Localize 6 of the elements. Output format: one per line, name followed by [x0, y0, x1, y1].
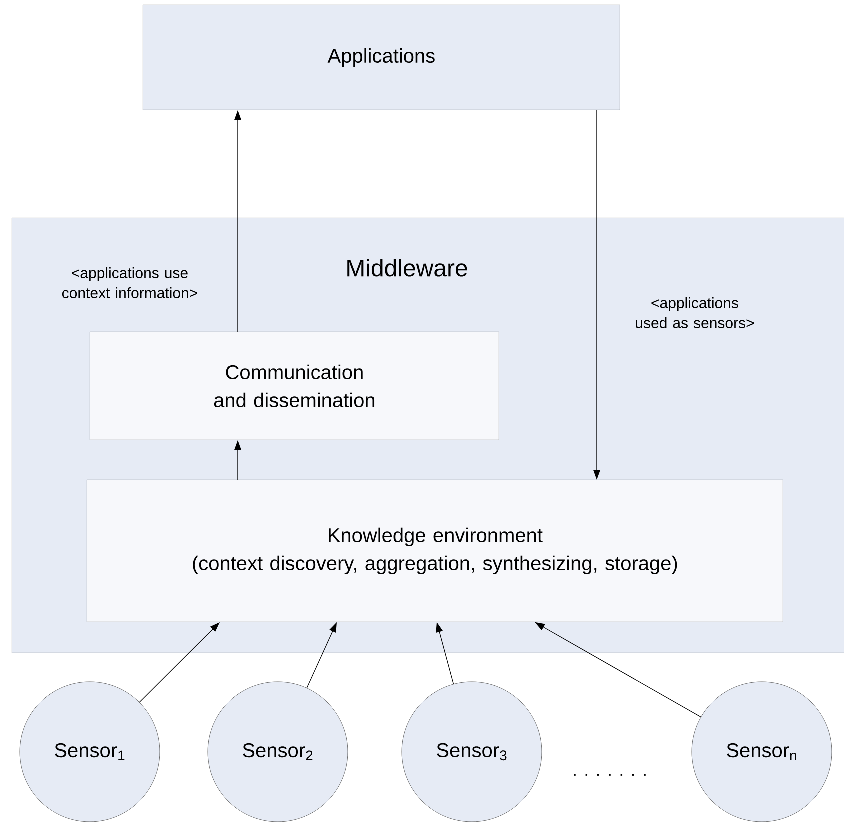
edge-label: <applications use context information> [62, 267, 198, 298]
process-box: Knowledge environment (context discovery, aggregation, synthesizing, storage) [87, 480, 784, 622]
edge-label: <applications used as sensors> [636, 297, 754, 328]
process-box: Applications [143, 4, 620, 110]
process-box: Communication and dissemination [90, 332, 500, 440]
ellipsis: . . . . . . . [574, 774, 646, 776]
